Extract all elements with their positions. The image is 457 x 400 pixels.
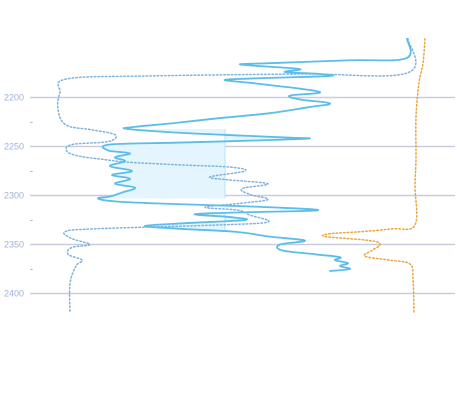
grid-lines	[30, 96, 455, 295]
depth-tick-label: 2200	[4, 93, 24, 103]
series-line-1	[97, 37, 412, 272]
series-line-2	[321, 37, 426, 314]
series-line-0	[56, 37, 417, 314]
depth-tick-label: 2250	[4, 142, 24, 152]
series-lines	[56, 37, 426, 314]
depth-tick-label: 2400	[4, 289, 24, 299]
series-fill-region-0	[98, 128, 310, 199]
depth-minor-tick: -	[30, 215, 33, 225]
depth-axis-labels: 2200 2250 2300 2350 2400 - - - -	[4, 93, 33, 299]
depth-tick-label: 2350	[4, 240, 24, 250]
depth-minor-tick: -	[30, 264, 33, 274]
depth-minor-tick: -	[30, 166, 33, 176]
depth-minor-tick: -	[30, 117, 33, 127]
depth-tick-label: 2300	[4, 191, 24, 201]
